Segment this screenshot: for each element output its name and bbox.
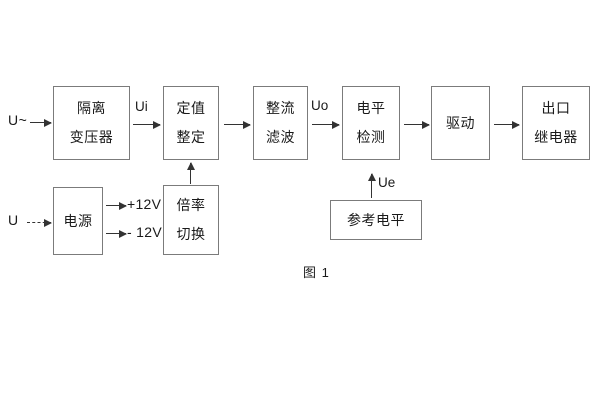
block-output-relay[interactable]: 出口 继电器 <box>522 86 590 160</box>
block-power-supply[interactable]: 电源 <box>53 187 103 255</box>
signal-ue-label: Ue <box>378 175 396 190</box>
negative-rail-label: - 12V <box>127 224 162 240</box>
block-setting-value[interactable]: 定值 整定 <box>163 86 219 160</box>
arrow-setting-to-rectify <box>224 120 251 129</box>
arrow-transformer-to-setting <box>133 120 161 129</box>
block-line: 检测 <box>356 129 386 145</box>
positive-rail-label: +12V <box>127 196 162 212</box>
arrow-multiplier-to-setting <box>186 162 195 184</box>
block-line: 滤波 <box>266 129 295 145</box>
block-line: 驱动 <box>446 114 475 131</box>
figure-caption: 图 1 <box>303 265 330 280</box>
block-line: 定值 <box>176 100 206 117</box>
block-level-detection[interactable]: 电平 检测 <box>342 86 400 160</box>
block-line: 切换 <box>176 226 206 242</box>
block-multiplier-switch[interactable]: 倍率 切换 <box>163 185 219 255</box>
ac-source-label: U~ <box>8 112 28 128</box>
signal-uo-label: Uo <box>311 98 329 113</box>
block-line: 出口 <box>541 100 571 117</box>
block-line: 隔离 <box>77 100 106 117</box>
block-line: 电源 <box>63 212 93 229</box>
arrow-drive-to-relay <box>494 120 520 129</box>
block-line: 继电器 <box>534 129 578 145</box>
arrow-level-to-drive <box>404 120 430 129</box>
block-drive[interactable]: 驱动 <box>431 86 490 160</box>
block-line: 变压器 <box>69 129 114 145</box>
arrow-negative-rail <box>106 229 127 238</box>
block-rectify-filter[interactable]: 整流 滤波 <box>253 86 308 160</box>
dc-source-label: U <box>8 212 19 228</box>
arrow-reference-to-level <box>367 173 376 198</box>
block-line: 电平 <box>356 100 386 117</box>
signal-ui-label: Ui <box>135 99 148 114</box>
arrow-rectify-to-level <box>312 120 340 129</box>
arrow-positive-rail <box>106 201 127 210</box>
block-line: 参考电平 <box>347 211 405 228</box>
block-line: 整定 <box>176 129 206 145</box>
block-line: 倍率 <box>176 197 206 214</box>
block-reference-level[interactable]: 参考电平 <box>330 200 422 240</box>
block-line: 整流 <box>266 100 295 117</box>
block-isolation-transformer[interactable]: 隔离 变压器 <box>53 86 130 160</box>
ac-input-arrow <box>30 118 52 127</box>
dc-input-arrow <box>27 219 52 227</box>
